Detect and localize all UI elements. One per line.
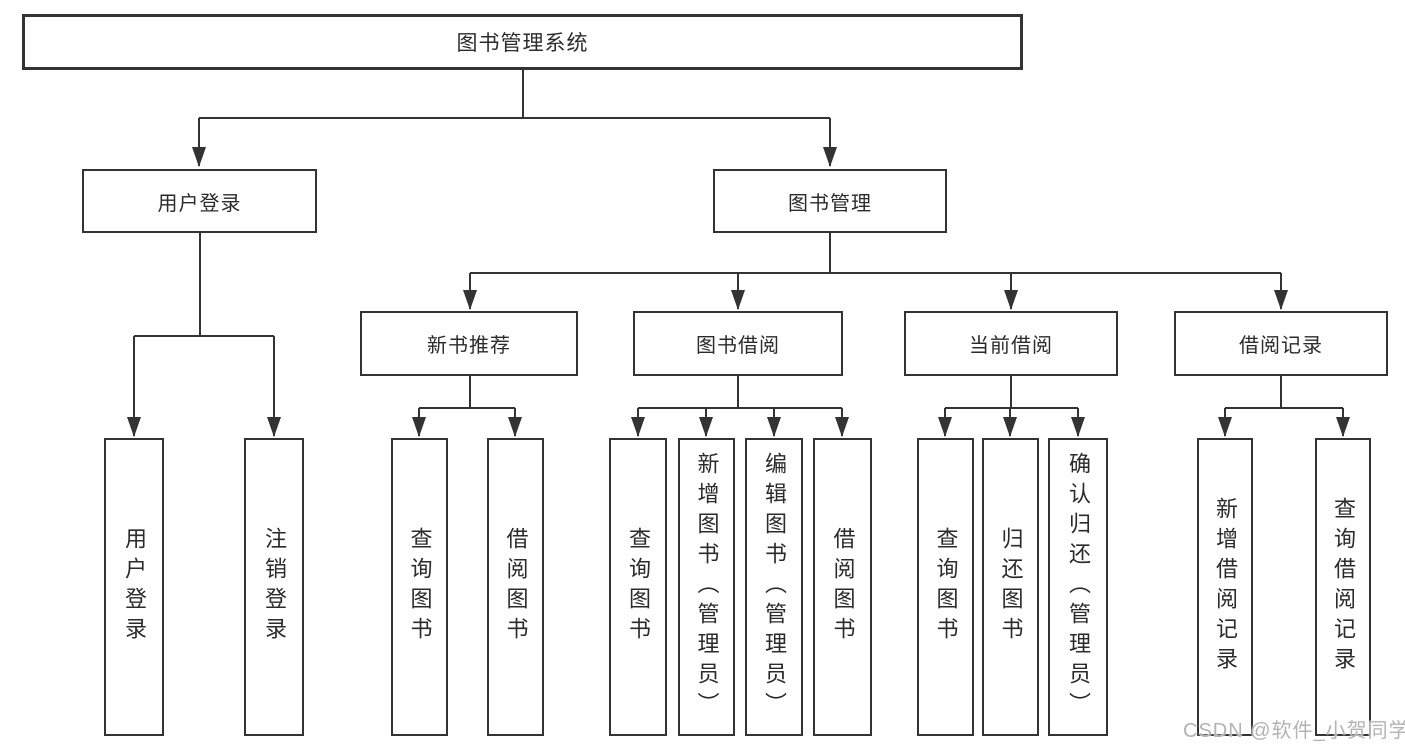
leaf-cb-confirm-return-admin: 确认归还（管理员）	[1048, 438, 1108, 736]
node-borrowing-records: 借阅记录	[1174, 311, 1388, 376]
leaf-br-query-borrow-record: 查询借阅记录	[1315, 438, 1371, 736]
node-library-management-system: 图书管理系统	[22, 14, 1023, 70]
leaf-bb-borrow-books: 借阅图书	[813, 438, 872, 736]
leaf-cb-return-books: 归还图书	[982, 438, 1039, 736]
leaf-logout: 注销登录	[244, 438, 304, 736]
leaf-bb-add-books-admin: 新增图书（管理员）	[678, 438, 735, 736]
node-user-login: 用户登录	[82, 169, 317, 233]
node-book-management: 图书管理	[713, 169, 947, 233]
node-current-borrowing: 当前借阅	[904, 311, 1118, 376]
leaf-br-add-borrow-record: 新增借阅记录	[1197, 438, 1253, 736]
leaf-cb-query-books: 查询图书	[917, 438, 974, 736]
leaf-user-login: 用户登录	[104, 438, 164, 736]
leaf-nb-borrow-books: 借阅图书	[487, 438, 544, 736]
watermark: CSDN @软件_小贺同学	[1183, 720, 1405, 742]
leaf-bb-query-books: 查询图书	[609, 438, 667, 736]
node-book-borrowing: 图书借阅	[633, 311, 843, 376]
leaf-nb-query-books: 查询图书	[391, 438, 448, 736]
leaf-bb-edit-books-admin: 编辑图书（管理员）	[745, 438, 803, 736]
node-new-book-recommend: 新书推荐	[360, 311, 578, 376]
